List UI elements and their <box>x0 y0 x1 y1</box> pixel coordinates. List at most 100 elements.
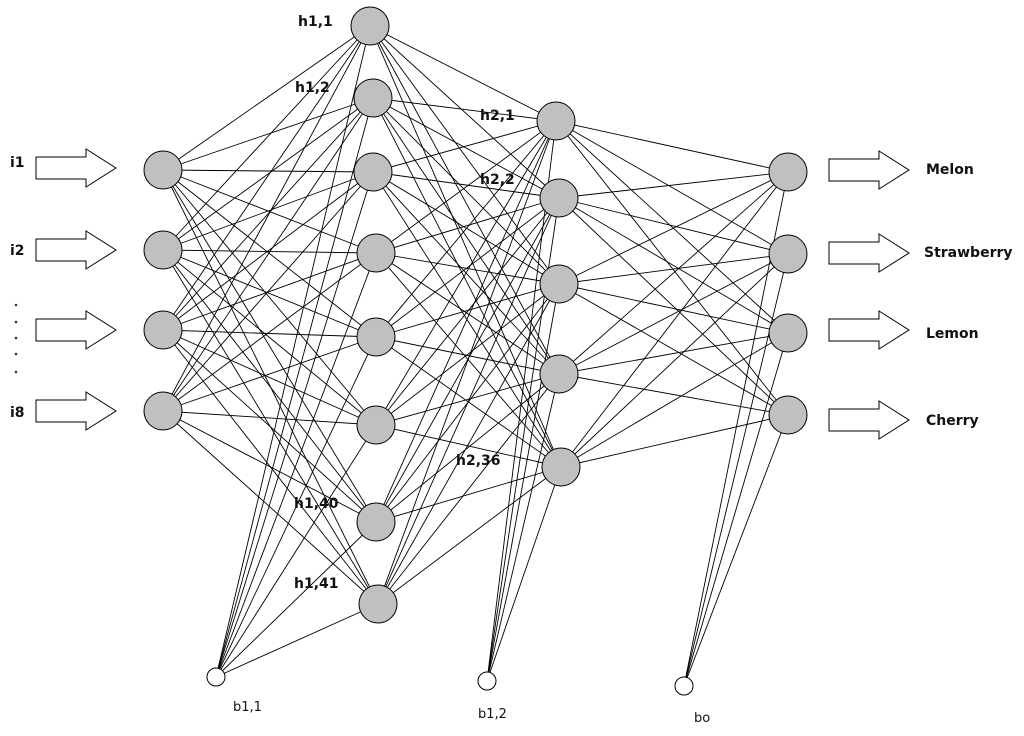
edge-hidden1-hidden2 <box>372 97 562 468</box>
hidden1-node <box>353 78 393 118</box>
edge-bias1-hidden1 <box>215 97 374 678</box>
edge-input-hidden1 <box>162 252 377 331</box>
edge-bias1-hidden1 <box>215 252 377 678</box>
edge-bias-output <box>683 253 789 687</box>
input-label-i1: i1 <box>10 155 25 171</box>
edge-input-hidden1 <box>162 25 371 171</box>
output-label-strawberry: Strawberry <box>924 245 1013 261</box>
edge-input-hidden1 <box>162 410 379 605</box>
edge-hidden2-output <box>555 120 789 416</box>
edge-hidden1-hidden2 <box>369 25 562 468</box>
bias-node-b1 <box>206 667 226 687</box>
edge-hidden1-hidden2 <box>372 97 560 199</box>
edge-input-hidden1 <box>162 169 377 254</box>
output-label-cherry: Cherry <box>926 413 979 429</box>
edge-bias2-hidden2 <box>486 120 557 682</box>
edge-input-hidden1 <box>162 329 377 523</box>
input-arrow-icon <box>35 230 117 270</box>
hidden2-label-first: h2,1 <box>480 108 515 124</box>
input-ellipsis <box>14 303 18 374</box>
edge-input-hidden1 <box>162 97 374 331</box>
edge-hidden1-hidden2 <box>377 466 562 605</box>
hidden1-node <box>353 152 393 192</box>
edge-hidden1-hidden2 <box>377 120 557 605</box>
edge-hidden1-hidden2 <box>377 197 560 605</box>
hidden2-label-second: h2,2 <box>480 172 515 188</box>
edge-hidden2-output <box>555 120 789 334</box>
bias-label-b1: b1,1 <box>233 700 262 715</box>
hidden2-node <box>541 447 581 487</box>
edge-bias1-hidden1 <box>215 424 377 678</box>
edge-hidden1-hidden2 <box>375 197 560 426</box>
edge-hidden1-hidden2 <box>375 336 560 375</box>
bias-label-bo: bo <box>694 711 710 726</box>
edge-input-hidden1 <box>162 329 377 426</box>
edge-hidden1-hidden2 <box>375 373 560 426</box>
nodes-layer <box>143 6 808 696</box>
output-node <box>768 234 808 274</box>
edge-input-hidden1 <box>162 410 377 523</box>
edge-hidden1-hidden2 <box>375 120 557 338</box>
hidden2-node <box>539 354 579 394</box>
edge-hidden1-hidden2 <box>375 120 557 426</box>
edge-bias-output <box>683 332 789 687</box>
edge-hidden1-hidden2 <box>375 283 560 426</box>
edge-input-hidden1 <box>162 25 371 412</box>
edge-hidden1-hidden2 <box>372 97 560 285</box>
hidden1-node <box>356 317 396 357</box>
edge-bias1-hidden1 <box>215 25 371 678</box>
edge-hidden1-hidden2 <box>375 373 560 523</box>
input-arrow-icon <box>35 391 117 431</box>
edges-layer <box>162 25 789 687</box>
edge-hidden2-output <box>558 283 789 416</box>
output-arrow-icon <box>828 310 910 350</box>
hidden1-label-40: h1,40 <box>294 496 339 512</box>
hidden1-node <box>356 405 396 445</box>
edge-input-hidden1 <box>162 249 377 426</box>
edge-input-hidden1 <box>162 249 377 523</box>
input-label-i8: i8 <box>10 405 25 421</box>
edge-hidden2-output <box>558 171 789 285</box>
bias-node-b2 <box>477 671 497 691</box>
edge-input-hidden1 <box>162 252 377 412</box>
edge-hidden1-hidden2 <box>377 283 560 605</box>
hidden1-node <box>356 233 396 273</box>
edge-hidden1-hidden2 <box>372 120 557 173</box>
edge-hidden1-hidden2 <box>369 25 560 285</box>
input-arrow-icon <box>35 148 117 188</box>
edge-hidden2-output <box>555 120 789 255</box>
edge-hidden2-output <box>560 414 789 468</box>
edge-hidden2-output <box>558 332 789 375</box>
input-label-i2: i2 <box>10 243 25 259</box>
edge-hidden1-hidden2 <box>372 97 557 122</box>
output-label-lemon: Lemon <box>926 326 979 342</box>
hidden2-node <box>536 101 576 141</box>
edge-hidden1-hidden2 <box>375 197 560 254</box>
arrows-layer <box>35 148 910 440</box>
hidden2-node <box>539 264 579 304</box>
output-node <box>768 313 808 353</box>
hidden2-label-36: h2,36 <box>456 453 501 469</box>
edge-input-hidden1 <box>162 97 374 171</box>
edge-input-hidden1 <box>162 329 377 338</box>
edge-hidden2-output <box>558 197 789 416</box>
edge-bias2-hidden2 <box>486 283 560 682</box>
input-node <box>143 310 183 350</box>
edge-input-hidden1 <box>162 410 377 426</box>
edge-hidden1-hidden2 <box>375 466 562 523</box>
edge-input-hidden1 <box>162 171 374 331</box>
edge-hidden1-hidden2 <box>372 97 560 375</box>
edge-hidden1-hidden2 <box>377 373 560 605</box>
output-node <box>768 152 808 192</box>
hidden1-node <box>356 502 396 542</box>
output-arrow-icon <box>828 400 910 440</box>
output-label-melon: Melon <box>926 162 974 178</box>
hidden1-node <box>358 584 398 624</box>
hidden1-label-first: h1,1 <box>298 14 333 30</box>
input-node <box>143 230 183 270</box>
edge-input-hidden1 <box>162 25 371 331</box>
edge-input-hidden1 <box>162 97 374 251</box>
edge-hidden1-hidden2 <box>369 25 557 122</box>
edge-hidden1-hidden2 <box>375 197 560 338</box>
